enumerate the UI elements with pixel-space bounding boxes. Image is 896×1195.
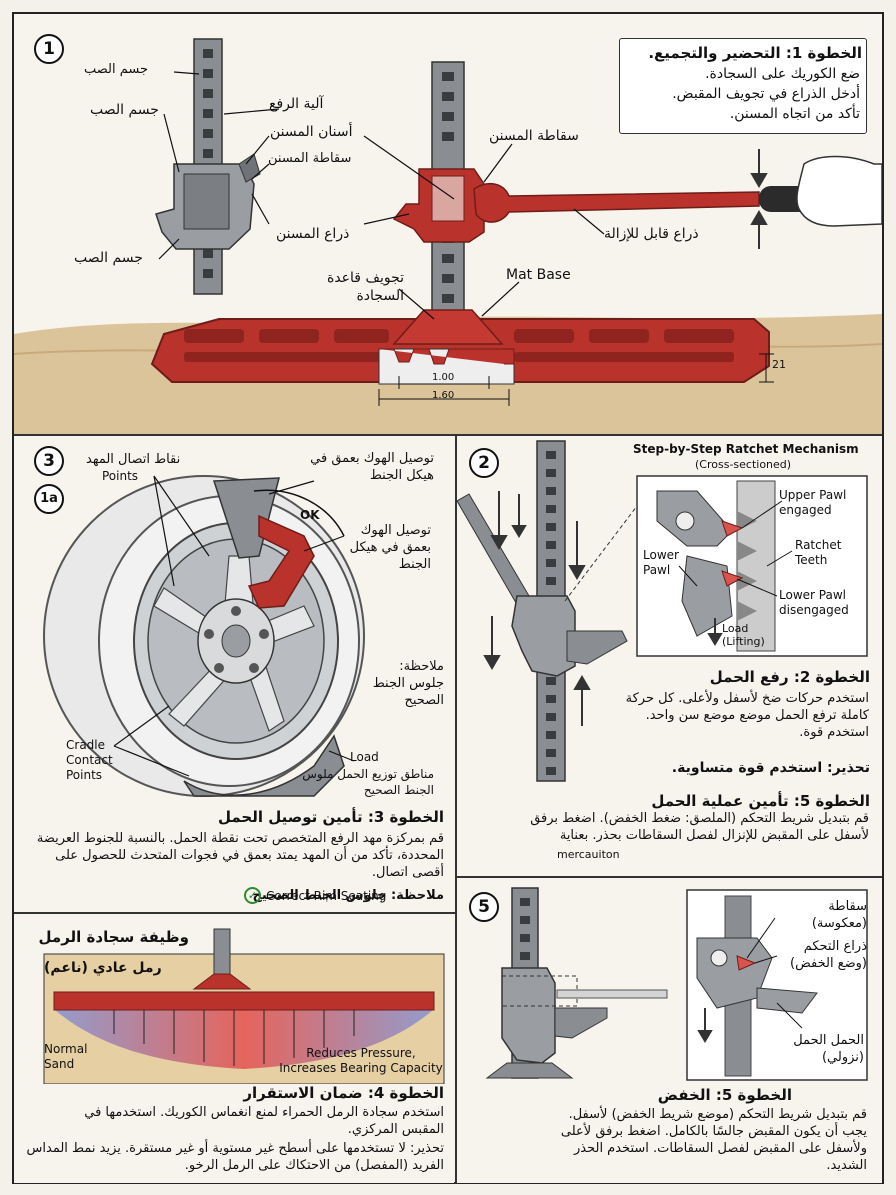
step-3-title: الخطوة 3: تأمين توصيل الحمل — [217, 808, 444, 826]
label-lower-pawl: Lower Pawl — [643, 548, 679, 577]
label-cast-body-top: جسم الصب — [84, 62, 149, 77]
label-load-lifting: Load (Lifting) — [722, 622, 765, 648]
label-removable-handle: ذراع قابل للإزالة — [604, 226, 699, 242]
dim-height: 21 — [772, 358, 786, 371]
label-ratchet-teeth: أسنان المسنن — [270, 124, 353, 140]
step-5a-title: الخطوة 5: تأمين عملية الحمل — [651, 792, 870, 810]
step-4-body: استخدم سجادة الرمل الحمراء لمنع انغماس ا… — [84, 1105, 444, 1137]
divider — [14, 912, 455, 914]
label-load-zones: مناطق توزيع الحمل ملوس الجنط الصحيح — [302, 767, 434, 797]
divider — [455, 434, 457, 1184]
panel-step-1: 1 الخطوة 1: التحضير والتجميع. ضع الكوريك… — [14, 14, 882, 434]
label-hook-deep-right: توصيل الهوك بعمق في هيكل الجنط — [349, 523, 431, 572]
label-control-arm: ذراع التحكم (وضع الخفض) — [790, 939, 867, 971]
check-icon: ✓ — [244, 887, 261, 904]
label-cast-body-mid: جسم الصب — [90, 102, 159, 118]
step-5a-body: قم بتبديل شريط التحكم (الملصق: ضغط الخفض… — [530, 811, 869, 843]
panel-step-5: 5 سقاطة (معكوسة) ذراع التحكم (وضع الخفض)… — [457, 878, 882, 1183]
label-cradle-contact: Cradle Contact Points — [66, 738, 113, 782]
instruction-box — [619, 38, 867, 134]
panel-step-2: 2 Step-by-Step Ratchet Mechanism (Cross-… — [457, 436, 882, 875]
step-3-note: ملاحظة: جلوس الجنط الصحيح — [252, 888, 444, 903]
instruction-line: أدخل الذراع في تجويف المقبض. — [672, 86, 860, 102]
label-cradle-points-en: Points — [102, 469, 139, 483]
label-latch-reversed: سقاطة (معكوسة) — [811, 899, 867, 931]
step-2-title: الخطوة 2: رفع الحمل — [709, 668, 870, 686]
step-number-badge: 5 — [469, 892, 499, 922]
ratchet-drawing — [457, 440, 868, 782]
panel-step-3: 3 1a نقاط اتصال المهد Points توصيل الهوك… — [14, 436, 454, 911]
step-5-body: قم بتبديل شريط التحكم (موضع شريط الخفض) … — [560, 1107, 867, 1173]
label-cradle-points: نقاط اتصال المهد — [86, 452, 181, 467]
label-soft-sand: رمل عادي (ناعم) — [44, 960, 162, 976]
brand-text: mercauiton — [557, 848, 620, 861]
ratchet-heading: Step-by-Step Ratchet Mechanism — [633, 442, 859, 456]
substep-number-badge: 1a — [34, 484, 64, 514]
step-number-badge: 2 — [469, 448, 499, 478]
label-load: Load — [350, 750, 379, 764]
correct-rim-label: Correct Rim Seating — [266, 889, 387, 903]
label-lift-mechanism: آلية الرفع — [269, 96, 324, 112]
label-normal-sand: Normal Sand — [44, 1042, 88, 1071]
sand-mat-drawing — [43, 928, 445, 1084]
wheel-drawing — [43, 475, 365, 797]
step-4-warning: تحذير: لا تستخدمها على أسطح غير مستوية أ… — [26, 1141, 444, 1173]
instruction-line: تأكد من اتجاه المسنن. — [729, 106, 860, 122]
step-1-title: الخطوة 1: التحضير والتجميع. — [648, 44, 862, 62]
divider — [456, 876, 882, 878]
dim-inner: 1.00 — [432, 372, 455, 383]
label-ratchet-teeth: Ratchet Teeth — [795, 538, 842, 567]
lowering-drawing — [485, 887, 868, 1081]
label-upper-pawl: Upper Pawl engaged — [779, 488, 847, 517]
step-4-title: الخطوة 4: ضمان الاستقرار — [243, 1084, 444, 1102]
step-number-badge: 3 — [34, 446, 64, 476]
label-ok: OK — [300, 508, 320, 522]
label-mat-base: Mat Base — [506, 267, 571, 283]
label-cast-body-bottom: جسم الصب — [74, 250, 143, 266]
divider — [14, 434, 882, 436]
step-2-warning: تحذير: استخدم قوة متساوية. — [671, 760, 870, 776]
label-hook-deep-top: توصيل الهوك بعمق في هيكل الجنط — [310, 451, 434, 483]
step-number-badge: 1 — [34, 34, 64, 64]
sand-mat-heading: وظيفة سجادة الرمل — [38, 928, 189, 946]
label-ratchet-latch-left: سقاطة المسنن — [268, 151, 352, 166]
panel-1-drawing — [14, 38, 882, 434]
step-2-body: استخدم حركات ضخ لأسفل ولأعلى. كل حركة كا… — [625, 691, 869, 740]
label-mat-base-cavity: تجويف قاعدة السجادة — [327, 270, 404, 304]
label-lower-pawl-disengaged: Lower Pawl disengaged — [779, 588, 849, 617]
step-5-title: الخطوة 5: الخفض — [657, 1086, 792, 1104]
label-correct-seating-note: ملاحظة: جلوس الجنط الصحيح — [372, 659, 444, 708]
label-ratchet-arm: ذراع المسنن — [276, 226, 350, 242]
label-reduces-pressure: Reduces Pressure, Increases Bearing Capa… — [279, 1046, 443, 1075]
panel-step-4: وظيفة سجادة الرمل رمل عادي (ناعم) Normal… — [14, 914, 454, 1183]
label-load-lowering: الحمل الحمل (نزولي) — [793, 1033, 864, 1065]
step-3-body: قم بمركزة مهد الرفع المتخصص تحت نقطة الح… — [36, 831, 444, 880]
label-ratchet-latch-right: سقاطة المسنن — [489, 128, 579, 144]
dim-outer: 1.60 — [432, 390, 455, 401]
ratchet-subheading: (Cross-sectioned) — [695, 458, 792, 471]
instruction-line: ضع الكوريك على السجادة. — [705, 66, 860, 82]
